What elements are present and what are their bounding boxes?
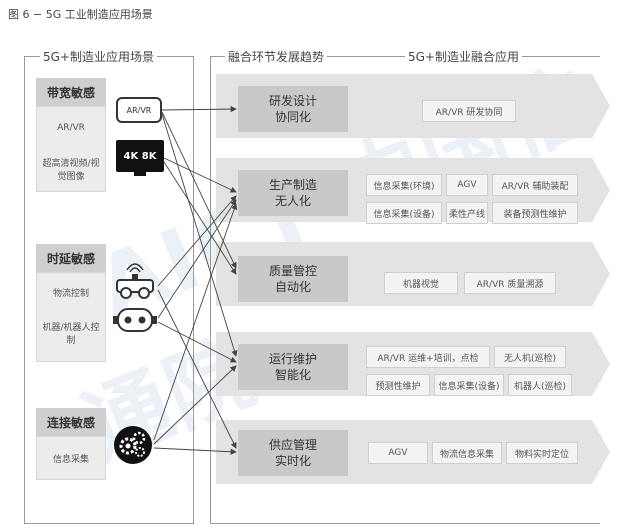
- app-chip: 物流信息采集: [432, 442, 502, 464]
- scenario-item: 信息采集: [52, 455, 89, 465]
- vr-headset-icon-label: AR/VR: [126, 105, 152, 115]
- scenario-item: 机器/机器人控制: [42, 323, 100, 346]
- app-chip: 信息采集(设备): [366, 202, 442, 224]
- figure-title: 图 6 − 5G 工业制造应用场景: [8, 8, 153, 21]
- tv-stand-icon: [134, 172, 146, 176]
- trend-line2: 无人化: [274, 194, 311, 208]
- arrow-tv-production: [163, 157, 237, 193]
- arrow-arvr-rd: [161, 105, 237, 113]
- app-chip: 信息采集(环境): [366, 174, 442, 196]
- app-chip: 装备预测性维护: [492, 202, 578, 224]
- app-chip: 柔性产线: [446, 202, 488, 224]
- column-head-trends: 融合环节发展趋势: [225, 48, 328, 65]
- column-head-scenarios: 5G+制造业应用场景: [40, 48, 157, 65]
- trend-supply: 供应管理 实时化: [238, 430, 348, 476]
- arrow-robot-production: [157, 199, 237, 319]
- scenario-item: 超高清视频/视觉图像: [42, 159, 100, 182]
- category-connection: 连接敏感: [36, 408, 106, 436]
- app-chip: 预测性维护: [366, 374, 430, 396]
- robot-icon: [113, 308, 157, 332]
- trend-maintenance: 运行维护 智能化: [238, 344, 348, 390]
- trend-line2: 实时化: [274, 454, 311, 468]
- app-chip: 物料实时定位: [506, 442, 578, 464]
- agv-vehicle-icon: [116, 263, 154, 299]
- scenario-item: AR/VR: [57, 123, 85, 133]
- app-chip: 机器人(巡检): [508, 374, 572, 396]
- app-chip: AR/VR 运维+培训，点检: [366, 346, 490, 368]
- trend-quality: 质量管控 自动化: [238, 256, 348, 302]
- trend-line2: 智能化: [274, 368, 311, 382]
- tv-4k8k-icon: 4K 8K: [116, 140, 164, 172]
- arrow-agv-production: [157, 195, 237, 287]
- arrow-arvr-maintenance: [161, 113, 238, 357]
- trend-rd: 研发设计 协同化: [238, 86, 348, 132]
- arrow-gears-supply: [153, 447, 237, 455]
- trend-line1: 运行维护: [268, 352, 317, 366]
- vr-headset-icon: AR/VR: [116, 97, 162, 123]
- category-bandwidth-box: [36, 106, 106, 192]
- trend-line1: 生产制造: [268, 178, 317, 192]
- app-chip: AR/VR 研发协同: [422, 100, 516, 122]
- gears-icon: [114, 426, 152, 464]
- arrow-gears-production: [153, 203, 238, 441]
- app-chip: AGV: [368, 442, 428, 464]
- arrow-robot-maintenance: [157, 321, 237, 363]
- category-latency: 时延敏感: [36, 244, 106, 272]
- category-latency-box: [36, 272, 106, 362]
- arrow-gears-maintenance: [153, 365, 237, 445]
- app-chip: AR/VR 辅助装配: [492, 174, 578, 196]
- trend-line1: 供应管理: [268, 438, 317, 452]
- arrow-tv-quality: [163, 161, 237, 275]
- trend-line2: 协同化: [274, 110, 311, 124]
- app-chip: 信息采集(设备): [434, 374, 504, 396]
- trend-production: 生产制造 无人化: [238, 170, 348, 216]
- app-chip: AR/VR 质量溯源: [464, 272, 556, 294]
- trend-line2: 自动化: [274, 280, 311, 294]
- tv-4k8k-icon-label: 4K 8K: [123, 150, 157, 162]
- column-head-applications: 5G+制造业融合应用: [405, 48, 522, 65]
- app-chip: 机器视觉: [384, 272, 458, 294]
- scenario-item: 物流控制: [52, 289, 89, 299]
- category-bandwidth: 带宽敏感: [36, 78, 106, 106]
- trend-line1: 质量管控: [268, 264, 317, 278]
- arrow-arvr-quality: [161, 111, 237, 269]
- trend-line1: 研发设计: [268, 94, 317, 108]
- category-connection-box: [36, 436, 106, 480]
- app-chip: AGV: [446, 174, 488, 196]
- arrow-agv-supply: [157, 289, 237, 449]
- app-chip: 无人机(巡检): [494, 346, 566, 368]
